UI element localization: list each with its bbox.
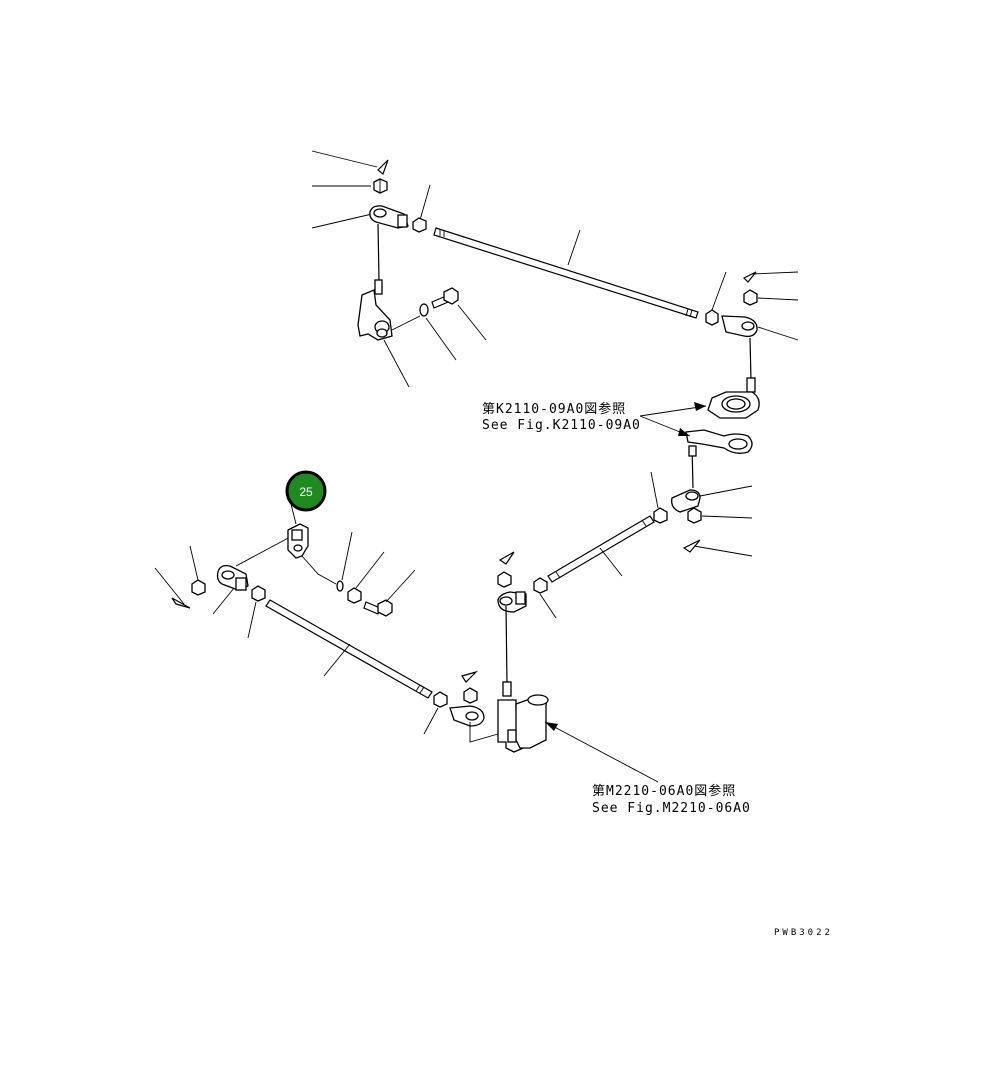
middle-linkage	[497, 471, 753, 783]
nut-icon	[191, 579, 206, 596]
tie-rod-icon	[433, 227, 699, 319]
nut-icon	[743, 289, 758, 306]
rod-end-icon	[497, 591, 527, 613]
rod-end-icon	[721, 315, 758, 338]
nut-icon	[412, 217, 427, 233]
rod-end-icon	[216, 564, 249, 591]
bolt-icon	[363, 599, 393, 617]
callout-number[interactable]: 25	[299, 485, 313, 499]
nut-icon	[705, 309, 719, 326]
reference-en-text: See Fig.M2210-06A0	[592, 801, 751, 816]
pedal-bracket-icon	[497, 694, 549, 753]
nut-icon	[533, 577, 548, 594]
reference-jp-text: 第K2110-09A0図参照	[482, 401, 626, 417]
bolt-icon	[431, 287, 459, 309]
nut-icon	[347, 587, 362, 604]
nut-icon	[497, 571, 512, 588]
lever-housing-icon	[707, 391, 760, 419]
reference-en-text: See Fig.K2110-09A0	[482, 418, 641, 433]
lower-linkage	[154, 499, 499, 743]
rod-end-icon	[449, 705, 485, 727]
nut-icon	[687, 507, 702, 524]
nut-icon	[433, 691, 448, 708]
nut-icon	[653, 507, 668, 524]
tie-rod-icon	[265, 599, 433, 699]
reference-m2210: 第M2210-06A0図参照 See Fig.M2210-06A0	[592, 783, 751, 816]
drawing-code: PWB3022	[774, 928, 833, 938]
bellcrank-icon	[357, 289, 393, 341]
callout-circle[interactable]	[285, 470, 327, 512]
lever-icon	[287, 523, 309, 559]
callout-25[interactable]: 25	[285, 470, 327, 512]
rod-end-icon	[671, 489, 701, 513]
lever-arm-icon	[685, 429, 753, 454]
upper-linkage	[311, 150, 799, 489]
reference-k2110: 第K2110-09A0図参照 See Fig.K2110-09A0	[482, 401, 707, 437]
reference-jp-text: 第M2210-06A0図参照	[592, 783, 736, 799]
nut-icon	[373, 178, 388, 194]
rod-end-icon	[369, 205, 409, 229]
nut-icon	[463, 687, 478, 704]
nut-icon	[251, 585, 266, 602]
